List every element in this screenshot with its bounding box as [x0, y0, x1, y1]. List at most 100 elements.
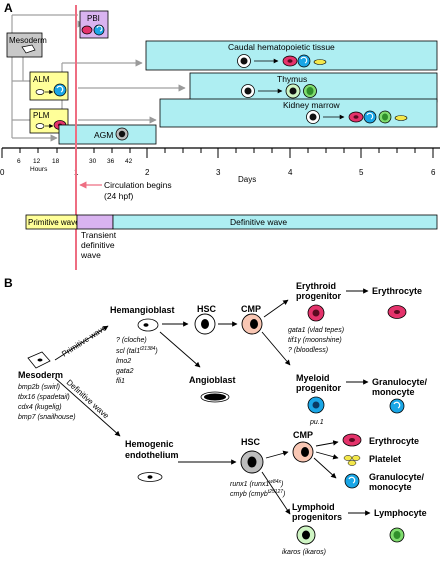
thrombocyte-icon: [394, 115, 408, 121]
mesoderm-title: Mesoderm: [18, 370, 63, 380]
primitive-wave-label: Primitive wave: [28, 218, 80, 227]
pbi-label: PBI: [87, 14, 100, 23]
caudal-label: Caudal hematopoietic tissue: [228, 42, 335, 52]
lymphocyte-title: Lymphocyte: [374, 508, 427, 518]
day-tick-4: 4: [288, 168, 293, 177]
definitive-wave-label: Definitive wave: [230, 217, 287, 227]
thymus-label: Thymus: [277, 74, 307, 84]
day-tick-0: 0: [0, 168, 5, 177]
platelet-node: Platelet: [343, 454, 401, 466]
alm-label: ALM: [33, 75, 50, 84]
myeloid-title-1: Myeloid: [296, 373, 330, 383]
hsc-bottom-node: HSC runx1 (runx1w84x) cmyb (cmybt25127): [230, 437, 285, 498]
lymphoid-progenitors-node: Lymphoid progenitors ikaros (ikaros): [282, 502, 342, 556]
caudal-hematopoietic-tissue-box: Caudal hematopoietic tissue: [145, 40, 438, 71]
hsc-gene-2: cmyb (cmybt25127): [230, 489, 285, 498]
panel-b-label: B: [4, 276, 13, 290]
granulocyte-top-node: Granulocyte/ monocyte: [372, 377, 428, 414]
transient-label-3: wave: [80, 250, 101, 260]
hsc-top-title: HSC: [197, 304, 217, 314]
platelet-icon: [343, 455, 361, 466]
erythrocyte-icon: [81, 25, 93, 35]
cmp-top-node: CMP: [241, 304, 263, 335]
plm-label: PLM: [33, 111, 50, 120]
day-tick-3: 3: [216, 168, 221, 177]
mesoderm-label: Mesoderm: [9, 36, 47, 45]
hour-tick-42: 42: [125, 158, 133, 165]
hemangioblast-gene-2: scl (tal1t21384): [116, 346, 158, 355]
cmp-bottom-title: CMP: [293, 430, 313, 440]
lineage-connectors: [11, 14, 186, 142]
angioblast-node: Angioblast: [189, 375, 236, 403]
lymphoid-gene: ikaros (ikaros): [282, 549, 326, 556]
cmp-bottom-node: CMP: [292, 430, 314, 463]
hours-label: Hours: [30, 166, 48, 173]
mesoderm-gene-2: tbx16 (spadetail): [18, 394, 70, 401]
day-tick-2: 2: [145, 168, 150, 177]
erythroid-gene-3: ? (bloodless): [288, 347, 328, 354]
hemogenic-title-2: endothelium: [125, 450, 179, 460]
definitive-wave-bar: [112, 214, 438, 230]
myeloid-progenitor-node: Myeloid progenitor pu.1: [296, 373, 341, 426]
days-label: Days: [238, 175, 256, 184]
hemangioblast-node: Hemangioblast ? (cloche) scl (tal1t21384…: [110, 305, 175, 385]
erythrocyte-top-node: Erythrocyte: [372, 286, 422, 319]
hemangioblast-gene-3: lmo2: [116, 358, 131, 365]
hour-tick-6: 6: [17, 158, 21, 165]
mesoderm-gene-4: bmp7 (snailhouse): [18, 414, 76, 421]
granulocyte-icon: [344, 473, 360, 489]
alm-box: ALM: [29, 71, 69, 101]
primitive-wave-label: Primitive wave: [60, 323, 109, 359]
pbi-box: PBI: [79, 10, 109, 39]
mesoderm-gene-3: cdx4 (kugelig): [18, 404, 62, 411]
thrombocyte-icon: [313, 59, 327, 65]
granulocyte-bottom-title-2: monocyte: [369, 482, 412, 492]
hemogenic-title-1: Hemogenic: [125, 439, 174, 449]
transient-definitive-wave-bar: [76, 214, 114, 230]
lymphoid-title-1: Lymphoid: [292, 502, 335, 512]
granulocyte-top-title-1: Granulocyte/: [372, 377, 428, 387]
hsc-gene-1: runx1 (runx1w84x): [230, 479, 283, 488]
mesoderm-node: Mesoderm bmp2b (swirl) tbx16 (spadetail)…: [18, 351, 76, 421]
lymphocyte-node: Lymphocyte: [374, 508, 427, 543]
hour-tick-18: 18: [52, 158, 60, 165]
granulocyte-icon: [389, 398, 405, 414]
hsc-bottom-title: HSC: [241, 437, 261, 447]
erythroid-title-2: progenitor: [296, 291, 341, 301]
time-axis: 6 12 18 Hours 30 36 42 0 1 2 3 4 5 6 Day…: [0, 147, 440, 184]
day-tick-6: 6: [431, 168, 436, 177]
day-tick-5: 5: [359, 168, 364, 177]
kidney-marrow-label: Kidney marrow: [283, 100, 341, 110]
transient-label-1: Transient: [81, 230, 117, 240]
hsc-top-node: HSC: [194, 304, 217, 335]
hour-tick-12: 12: [33, 158, 41, 165]
kidney-marrow-box: Kidney marrow: [159, 98, 438, 128]
hemangioblast-gene-1: ? (cloche): [116, 337, 147, 344]
hour-tick-30: 30: [89, 158, 97, 165]
erythrocyte-bottom-node: Erythrocyte: [342, 433, 419, 447]
agm-label: AGM: [94, 130, 113, 140]
hemogenic-endothelium-node: Hemogenic endothelium: [125, 439, 179, 482]
endothelial-cell-icon: [35, 89, 45, 95]
hour-tick-36: 36: [107, 158, 115, 165]
lymphoid-title-2: progenitors: [292, 512, 342, 522]
erythroid-title-1: Erythroid: [296, 281, 336, 291]
erythroid-progenitor-node: Erythroid progenitor gata1 (vlad tepes) …: [288, 281, 344, 354]
hemangioblast-gene-4: gata2: [116, 368, 134, 375]
endothelial-cell-icon: [35, 123, 45, 129]
thymus-box: Thymus: [189, 72, 438, 103]
waves-bar: Primitive wave Definitive wave Transient…: [25, 214, 438, 260]
transient-label-2: definitive: [81, 240, 115, 250]
angioblast-title: Angioblast: [189, 375, 236, 385]
granulocyte-top-title-2: monocyte: [372, 387, 415, 397]
mesoderm-cell-icon: [21, 44, 36, 54]
circulation-label-2: (24 hpf): [104, 191, 133, 201]
myeloid-gene: pu.1: [309, 419, 324, 426]
hemangioblast-title: Hemangioblast: [110, 305, 175, 315]
cmp-top-title: CMP: [241, 304, 261, 314]
myeloid-title-2: progenitor: [296, 383, 341, 393]
erythrocyte-top-title: Erythrocyte: [372, 286, 422, 296]
erythrocyte-bottom-title: Erythrocyte: [369, 436, 419, 446]
